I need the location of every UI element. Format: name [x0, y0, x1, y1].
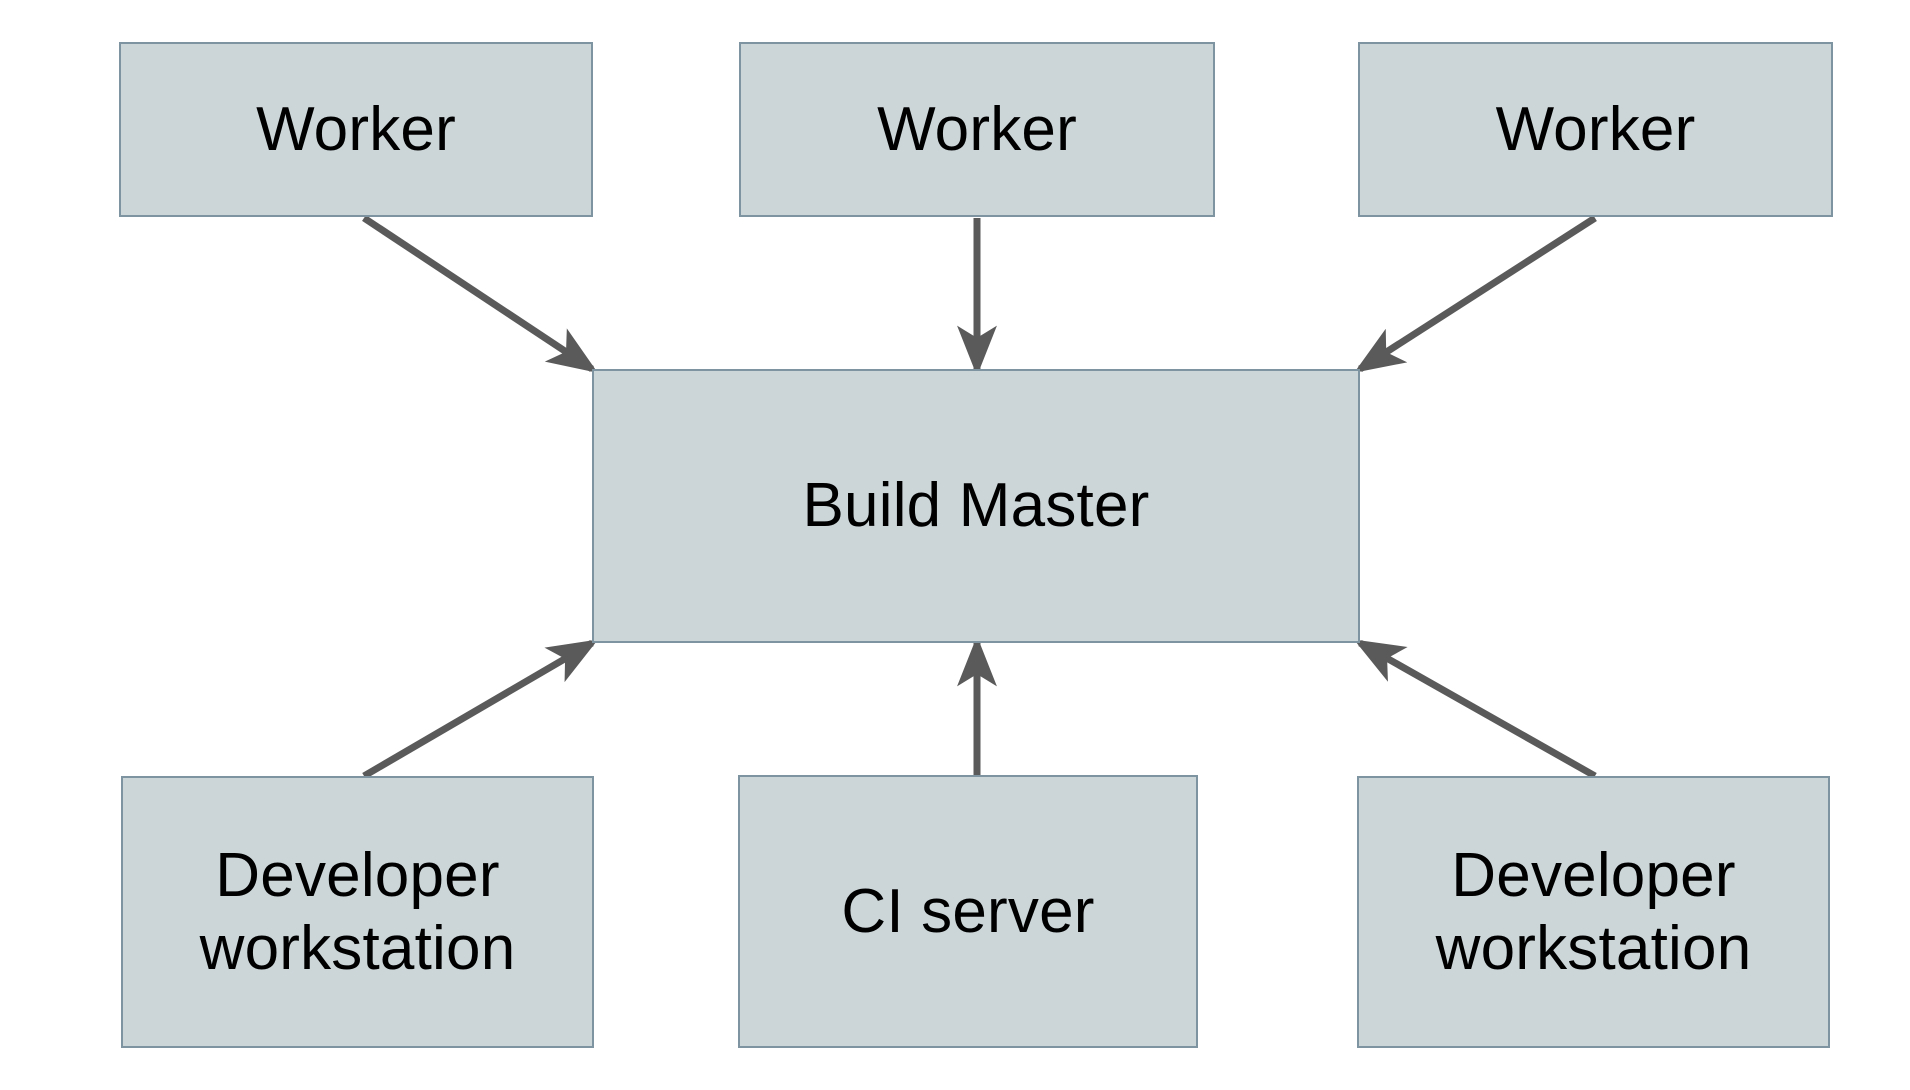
- edge-worker-1-to-build-master: [362, 215, 598, 373]
- node-worker-2[interactable]: Worker: [739, 42, 1215, 217]
- edge-dev-ws-2-to-build-master: [1353, 639, 1597, 780]
- node-developer-workstation-2-label: Developer workstation: [1435, 840, 1752, 983]
- node-build-master[interactable]: Build Master: [592, 369, 1360, 643]
- node-developer-workstation-1[interactable]: Developer workstation: [121, 776, 594, 1048]
- node-worker-1[interactable]: Worker: [119, 42, 593, 217]
- node-developer-workstation-2[interactable]: Developer workstation: [1357, 776, 1830, 1048]
- node-worker-3[interactable]: Worker: [1358, 42, 1833, 217]
- node-ci-server-label: CI server: [841, 876, 1095, 946]
- edge-worker-3-to-build-master: [1354, 215, 1597, 373]
- node-worker-2-label: Worker: [877, 94, 1077, 164]
- node-worker-1-label: Worker: [256, 94, 456, 164]
- node-worker-3-label: Worker: [1495, 94, 1696, 164]
- edge-dev-ws-1-to-build-master: [362, 639, 599, 780]
- node-developer-workstation-1-label: Developer workstation: [199, 840, 516, 983]
- node-build-master-label: Build Master: [802, 471, 1150, 541]
- node-ci-server[interactable]: CI server: [738, 775, 1198, 1048]
